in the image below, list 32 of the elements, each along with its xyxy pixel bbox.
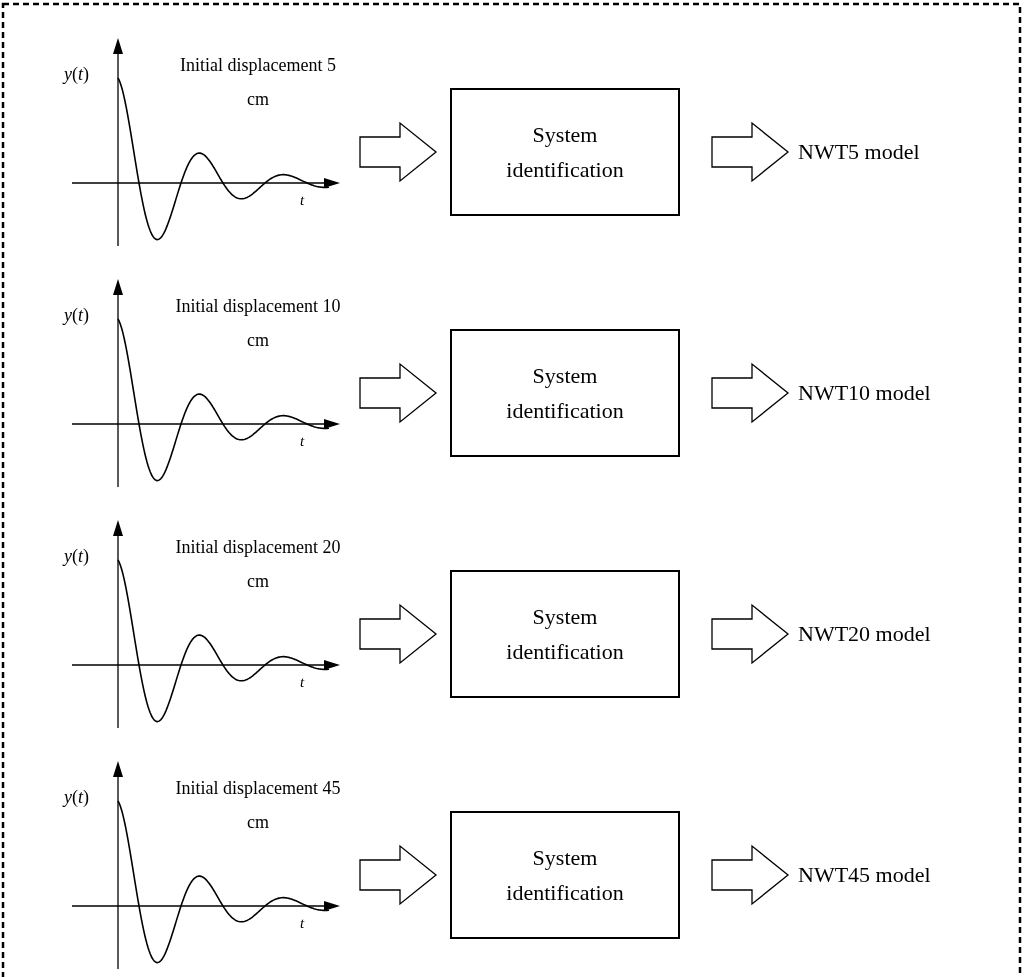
box-label: System identification <box>505 120 625 184</box>
plot-caption: Initial displacement 10 cm <box>174 295 342 353</box>
model-label: NWT5 model <box>798 139 920 165</box>
axis-label: y(t) <box>64 546 89 567</box>
process-box <box>450 329 680 457</box>
block-arrow <box>711 603 790 665</box>
block-arrow <box>711 362 790 424</box>
block-arrow <box>359 844 438 906</box>
block-arrow <box>359 362 438 424</box>
block-arrow <box>359 121 438 183</box>
axis-label: y(t) <box>64 64 89 85</box>
axis-label: t <box>300 433 305 450</box>
plot-caption: Initial displacement 5 cm <box>179 54 337 112</box>
plot-caption: Initial displacement 20 cm <box>174 536 342 594</box>
block-arrow <box>711 121 790 183</box>
axis-label: t <box>300 192 305 209</box>
axis-label: t <box>300 915 305 932</box>
process-box <box>450 570 680 698</box>
model-label: NWT10 model <box>798 380 931 406</box>
axis-label: t <box>300 674 305 691</box>
block-arrow <box>359 603 438 665</box>
box-label: System identification <box>505 843 625 907</box>
box-label: System identification <box>505 361 625 425</box>
model-label: NWT20 model <box>798 621 931 647</box>
process-box <box>450 88 680 216</box>
plot-caption: Initial displacement 45 cm <box>174 777 342 835</box>
box-label: System identification <box>505 602 625 666</box>
axis-label: y(t) <box>64 787 89 808</box>
model-label: NWT45 model <box>798 862 931 888</box>
axis-label: y(t) <box>64 305 89 326</box>
block-arrow <box>711 844 790 906</box>
process-box <box>450 811 680 939</box>
